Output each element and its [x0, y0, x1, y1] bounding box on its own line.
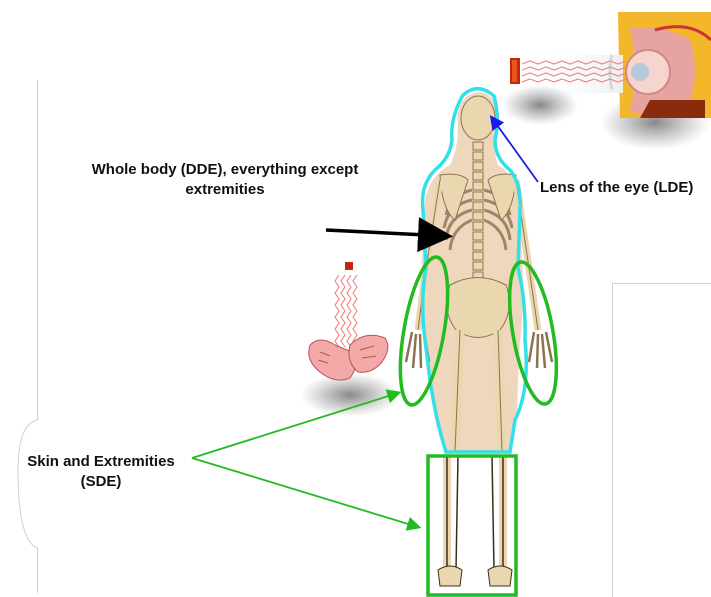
skin-arrow-lower: [192, 458, 418, 527]
lens-label: Lens of the eye (LDE): [540, 178, 710, 198]
hand-icon: [309, 335, 388, 380]
skin-extremities-label: Skin and Extremities (SDE): [26, 452, 176, 492]
whole-body-label: Whole body (DDE), everything except extr…: [70, 160, 380, 200]
skin-arrow-upper: [192, 393, 398, 458]
